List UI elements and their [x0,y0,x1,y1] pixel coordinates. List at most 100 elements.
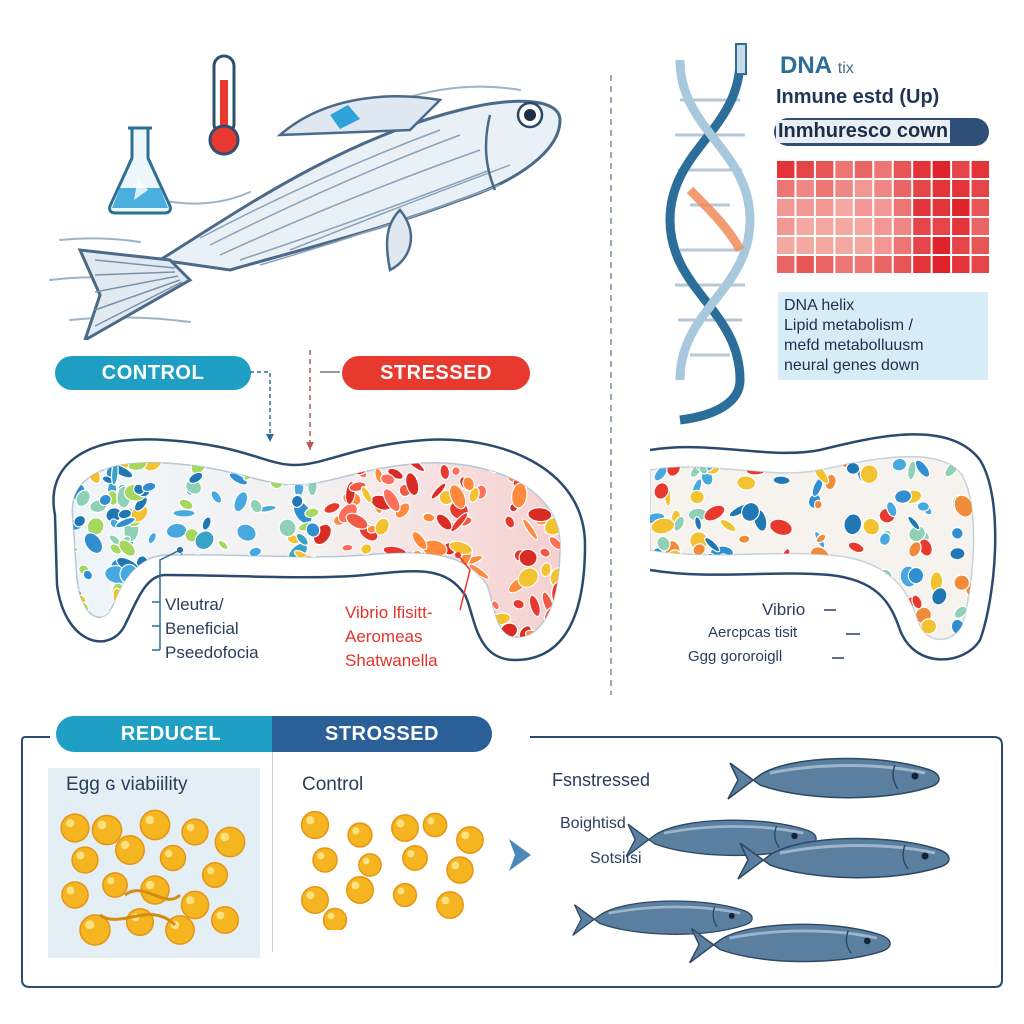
egg-viability-title: Egg ɢ viabiility [66,774,188,795]
microbe [891,457,908,472]
heatmap-cell [815,199,834,216]
microbe [323,501,341,514]
heatmap-cell [952,199,970,216]
heatmap-cell [815,218,834,235]
egg [402,845,428,871]
microbe [719,518,737,533]
microbe [862,517,881,536]
microbe [141,481,157,493]
microbe [714,586,727,596]
microbe [949,547,966,561]
microbe [914,459,931,478]
microbe [676,627,695,640]
gut-right [650,433,997,661]
heatmap-cell [932,180,951,197]
heatmap-cell [815,161,834,178]
microbe [916,501,930,512]
heatmap-cell [835,237,853,254]
microbe [907,566,925,585]
microbe [907,515,921,531]
egg [446,856,474,884]
microbe [920,618,938,635]
microbe [341,543,354,552]
microbe [668,614,679,634]
fish-icon [572,900,753,936]
microbe [694,516,703,531]
heatmap-cell [971,180,989,197]
microbe [468,486,480,503]
heatmap-cell [913,180,931,197]
heatmap-cell [893,218,912,235]
microbe [360,543,373,555]
info-line-4: neural genes down [784,357,920,374]
fish-school [572,757,950,964]
microbe [165,522,188,539]
heatmap-cell [815,180,834,197]
stressed-title: Fsnstressed [552,770,651,790]
microbe [304,507,320,519]
thermometer-icon [208,54,240,156]
tag-connectors [250,350,340,450]
microbe [110,462,119,486]
heatmap-cell [893,161,912,178]
heatmap-cell [796,256,814,273]
right-microbe-2: Aercpcas tisit [708,624,798,641]
microbe [770,580,786,593]
dna-helix-icon [665,43,755,425]
microbe [691,584,710,602]
gene-info-box: DNA helix Lipid metabolism / mefd metabo… [778,292,988,380]
arrow-icon [509,839,531,871]
microbe [172,508,196,518]
control-microbe-3: Pseedofocia [165,643,259,662]
heatmap-cell [913,161,931,178]
heatmap-cell [913,237,931,254]
egg [210,905,240,935]
microbe [651,607,663,632]
bottom-frame [21,736,1003,988]
fish-icon [737,837,950,880]
heatmap-cell [854,180,873,197]
heatmap-cell [952,237,970,254]
microbe [894,489,913,504]
microbe [666,620,686,640]
microbe [847,541,865,554]
heatmap-cell [913,199,931,216]
microbe [233,491,249,513]
microbe [687,601,696,620]
stressed-microbe-3: Shatwanella [345,651,438,670]
egg [201,861,229,889]
heatmap-cell [971,161,989,178]
microbe [878,532,891,546]
eggs-reduced [60,809,246,946]
microbe [82,569,94,581]
stressed-microbe-2: Aeromeas [345,627,423,646]
microbe [382,488,401,513]
heatmap-cell [835,161,853,178]
microbe [886,501,898,518]
microbe [290,494,304,508]
reduced-tab: REDUCEL [56,716,286,752]
right-microbe-1: Vibrio [762,600,806,619]
egg [139,809,171,841]
microbe [374,517,390,536]
heatmap-cell [854,256,873,273]
microbe [703,504,726,522]
microbe [411,530,428,551]
eggs-control [300,810,484,930]
microbe [504,515,516,529]
egg [391,814,419,842]
heatmap-cell [815,237,834,254]
heatmap-cell [874,237,892,254]
microbe [217,539,229,551]
heatmap-cell [835,218,853,235]
microbe [133,483,145,496]
microbe [295,532,309,546]
microbe [738,534,751,544]
egg [322,907,348,930]
microbe [859,464,879,485]
microbe [772,475,791,486]
heatmap-cell [893,256,912,273]
microbe [907,460,917,481]
flask-icon [108,126,172,215]
microbe [527,507,553,523]
